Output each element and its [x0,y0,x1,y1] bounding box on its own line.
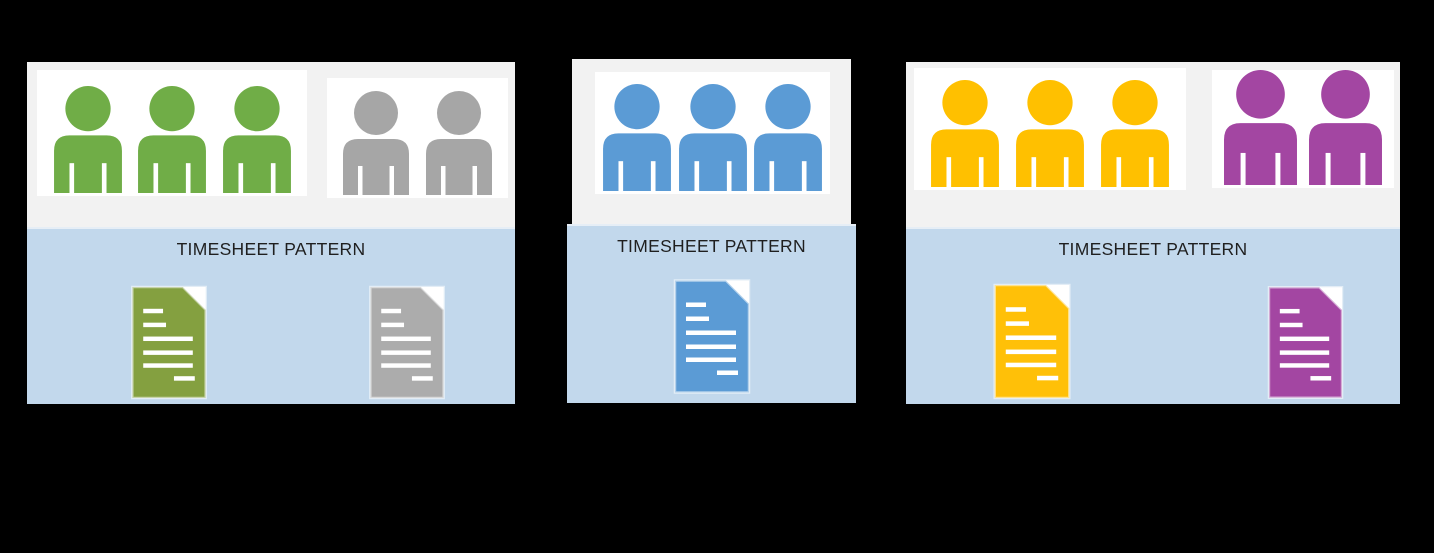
timesheet-document-green [131,285,207,400]
people-group-purple [1212,70,1394,188]
person-icon [931,80,999,187]
band-label: TIMESHEET PATTERN [617,236,806,256]
person-icon [602,84,671,191]
people-group-gray [327,78,508,198]
panel-yellow-purple-team: TIMESHEET PATTERN [906,62,1400,404]
panel-green-gray-team: TIMESHEET PATTERN [27,62,515,404]
people-group-green [37,70,307,196]
person-icon [1016,80,1084,187]
person-icon [138,86,206,193]
people-group-yellow [914,68,1186,190]
timesheet-document-gray [369,285,445,400]
person-icon [425,91,492,195]
people-section [572,59,851,224]
person-icon [1101,80,1169,187]
band-label: TIMESHEET PATTERN [176,239,366,259]
people-section [906,62,1400,227]
timesheet-document-yellow [993,283,1071,400]
panel-blue-team: TIMESHEET PATTERN [567,59,856,403]
timesheet-document-blue [673,279,751,394]
person-icon [1309,70,1382,185]
band-label: TIMESHEET PATTERN [1058,239,1248,259]
person-icon [678,84,747,191]
person-icon [53,86,122,193]
person-icon [754,84,823,191]
person-icon [1224,70,1297,185]
people-group-blue [595,72,830,194]
person-icon [343,91,410,195]
people-section [27,62,515,227]
person-icon [222,86,291,193]
timesheet-document-purple [1267,285,1344,400]
